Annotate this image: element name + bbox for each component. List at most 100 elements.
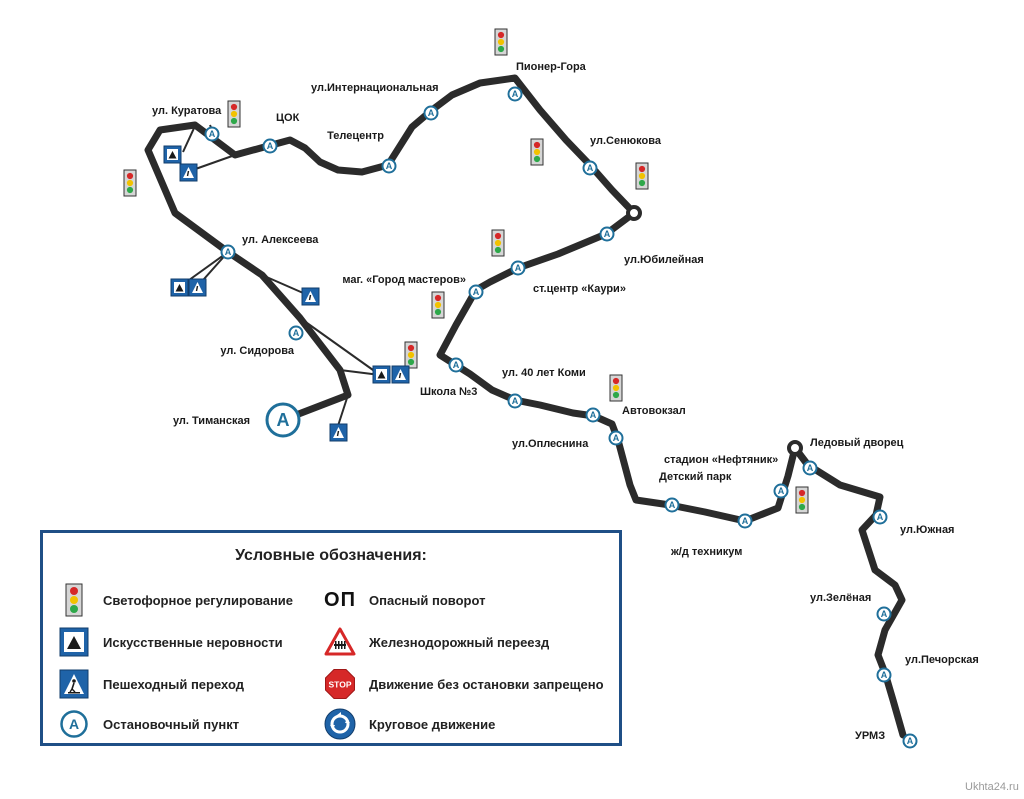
bus-stop-letter: А xyxy=(587,163,594,173)
bus-stop-icon xyxy=(585,407,601,423)
stop-sign-icon: STOP xyxy=(323,667,357,701)
legend-label: Круговое движение xyxy=(369,716,496,732)
bus-stop-letter: А xyxy=(778,486,785,496)
bus-stop-letter: А xyxy=(613,433,620,443)
traffic-light-lamp xyxy=(494,246,502,254)
stop-label-st-tsentr-kauri: ст.центр «Каури» xyxy=(533,283,626,295)
speed-bump-sign-icon xyxy=(163,145,182,164)
bus-stop-icon xyxy=(664,497,680,513)
traffic-light-lamp xyxy=(230,110,238,118)
bus-stop-letter: А xyxy=(669,500,676,510)
bus-stop-icon xyxy=(510,260,526,276)
route-nodes xyxy=(626,205,803,456)
bus-stop-icon: А xyxy=(57,707,91,741)
bus-stop-avtovokzal: А xyxy=(608,430,624,446)
bus-stop-letter: А xyxy=(453,360,460,370)
stop-label-ledovy-dvorets: Ледовый дворец xyxy=(810,437,904,449)
bus-stop-icon xyxy=(599,226,615,242)
traffic-light-lamp xyxy=(497,31,505,39)
bus-stop-telecentr: А xyxy=(381,158,397,174)
bus-stop-ul-40-let-komi: А xyxy=(507,393,523,409)
traffic-light-lamp xyxy=(798,496,806,504)
bus-stop-letter: А xyxy=(473,287,480,297)
legend-item-dangerous-turn: ОП Опасный поворот xyxy=(323,583,485,617)
bus-stop-ul-yuzhnaya: А xyxy=(872,509,888,525)
dangerous-turn-icon: ОП xyxy=(323,583,357,617)
bus-stop-icon xyxy=(507,393,523,409)
bus-stop-ul-zelenaya: А xyxy=(876,606,892,622)
bus-stop-icon xyxy=(876,606,892,622)
sign-symbol xyxy=(308,294,312,301)
speed-bump-sign-icon xyxy=(170,278,189,297)
traffic-light-lamp xyxy=(230,103,238,111)
traffic-light-lamp xyxy=(638,172,646,180)
stop-label-tsok: ЦОК xyxy=(276,112,300,124)
roundabout-sign-icon xyxy=(323,707,357,741)
stop-label-ul-yubileynaya: ул.Юбилейная xyxy=(624,254,704,266)
bus-stop-icon xyxy=(468,284,484,300)
sign-symbol xyxy=(398,372,402,379)
traffic-light-lamp xyxy=(798,503,806,511)
bus-stop-ul-pechorskaya: А xyxy=(876,667,892,683)
legend-label: Светофорное регулирование xyxy=(103,592,294,608)
legend: Условные обозначения: Светофорное регули… xyxy=(40,530,622,746)
legend-item-pedestrian-crossing: Пешеходный переход xyxy=(57,667,244,701)
bus-stop-icon xyxy=(902,733,918,749)
bus-stop-icon xyxy=(288,325,304,341)
bus-stop-letter: А xyxy=(512,89,519,99)
bus-stop-ul-senyukova: А xyxy=(582,160,598,176)
bus-stop-icon xyxy=(876,667,892,683)
railway-crossing-sign-icon xyxy=(323,625,357,659)
bus-stop-ul-internatsionalnaya: А xyxy=(423,105,439,121)
dangerous-turn-symbol: ОП xyxy=(324,588,356,611)
traffic-light-lamp xyxy=(126,172,134,180)
traffic-light-lamp xyxy=(497,38,505,46)
bus-stop-letter: А xyxy=(907,736,914,746)
bus-stop-letter: А xyxy=(881,670,888,680)
traffic-light-lamp xyxy=(494,239,502,247)
stop-label-ul-alekseeva: ул. Алексеева xyxy=(242,234,319,246)
stop-label-urmz: УРМЗ xyxy=(855,730,885,742)
traffic-light-lamp xyxy=(638,165,646,173)
stop-label-ul-40-let-komi: ул. 40 лет Коми xyxy=(502,367,586,379)
stop-label-pioner-gora: Пионер-Гора xyxy=(516,61,587,73)
bus-stop-letter: А xyxy=(877,512,884,522)
sign-symbol xyxy=(186,170,190,177)
traffic-light-icon xyxy=(635,162,649,190)
bus-stop-icon xyxy=(262,138,278,154)
pedestrian-crossing-sign-icon xyxy=(329,423,348,442)
legend-item-roundabout: Круговое движение xyxy=(323,707,495,741)
traffic-light-icon xyxy=(530,138,544,166)
legend-label: Пешеходный переход xyxy=(103,676,244,692)
bus-stop-letter: А xyxy=(267,141,274,151)
turnaround-node xyxy=(787,440,803,456)
stop-label-stadion-neftyanik: стадион «Нефтяник» xyxy=(664,454,778,466)
lead-line xyxy=(182,125,196,153)
stop-sign-text: STOP xyxy=(329,680,352,690)
bus-stop-letter: А xyxy=(277,410,290,430)
bus-stop-ul-sidorova: А xyxy=(288,325,304,341)
stop-label-ul-senyukova: ул.Сенюкова xyxy=(590,135,662,147)
stop-label-mag-gorod-masterov: маг. «Город мастеров» xyxy=(342,274,466,286)
bus-stop-letter: А xyxy=(225,247,232,257)
route-west-loop xyxy=(144,74,638,424)
stop-label-ul-zelenaya: ул.Зелёная xyxy=(810,592,871,604)
bus-stop-letter: А xyxy=(604,229,611,239)
traffic-light-lamp xyxy=(533,155,541,163)
traffic-light-icon xyxy=(57,583,91,617)
stop-label-telecentr: Телецентр xyxy=(327,130,384,142)
sign-symbol xyxy=(175,284,184,292)
bus-stop-icon xyxy=(423,105,439,121)
traffic-light-lamp xyxy=(407,344,415,352)
bus-stop-ul-alekseeva: А xyxy=(220,244,236,260)
turnaround-node xyxy=(626,205,642,221)
bus-stop-icon xyxy=(220,244,236,260)
bus-stop-mag-gorod-masterov: А xyxy=(468,284,484,300)
bus-stop-ledovy-dvorets: А xyxy=(802,460,818,476)
traffic-light-lamp xyxy=(798,489,806,497)
bus-stop-icon xyxy=(773,483,789,499)
stop-label-ul-yuzhnaya: ул.Южная xyxy=(900,524,954,536)
traffic-light-lamp xyxy=(612,391,620,399)
bus-stop-ul-kuratova: А xyxy=(204,126,220,142)
